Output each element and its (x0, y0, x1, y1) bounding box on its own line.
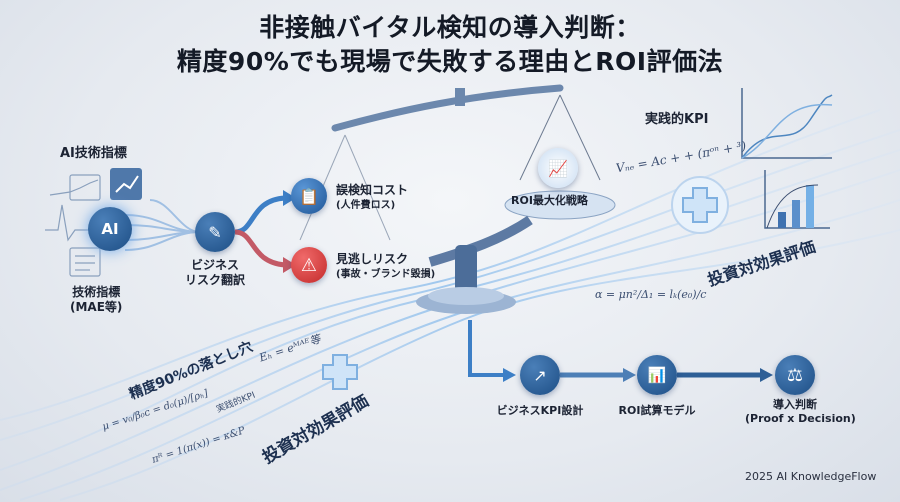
footer-credit: 2025 AI KnowledgeFlow (745, 470, 877, 483)
bar-chart-icon: 📊 (637, 355, 677, 395)
tech-metrics-label: 技術指標 (MAE等) (70, 285, 122, 315)
decision-sub: (Proof x Decision) (745, 412, 856, 425)
kpi-bar-chart (764, 170, 830, 229)
warning-icon: ⚠ (291, 247, 327, 283)
tech-metrics-line2: (MAE等) (70, 300, 123, 314)
document-edit-icon: ✎ (195, 212, 235, 252)
title-line-1: 非接触バイタル検知の導入判断： (259, 13, 641, 42)
roi-maximization-label: ROI最大化戦略 (511, 194, 588, 207)
balance-scale-icon: ⚖ (775, 355, 815, 395)
kpi-line-chart (741, 88, 833, 159)
tech-metrics-line1: 技術指標 (72, 285, 121, 299)
translate-line2: リスク翻訳 (185, 273, 246, 287)
flow-step-kpi-design: ビジネスKPI設計 (496, 404, 584, 417)
flow-step-roi-model: ROI試算モデル (618, 404, 696, 417)
risk-sub: (事故・ブランド毀損) (336, 269, 436, 280)
decision-label: 導入判断 (773, 398, 817, 411)
business-risk-translation-label: ビジネス リスク翻訳 (185, 258, 245, 288)
balance-scale (299, 84, 616, 314)
risk-title: 見逃しリスク (336, 252, 409, 266)
ai-metrics-heading: AI技術指標 (60, 146, 127, 161)
practical-kpi-heading: 実践的KPI (645, 112, 709, 127)
missed-detection-risk: 見逃しリスク (事故・ブランド毀損) (336, 252, 435, 282)
clipboard-clock-icon: 📋 (291, 178, 327, 214)
title-line-2: 精度90%でも現場で失敗する理由とROI評価法 (176, 47, 724, 76)
growth-chart-icon: 📈 (538, 148, 578, 188)
risk-sub: (人件費ロス) (336, 200, 396, 211)
formula-alpha: α = μn²/Δ₁ = lₖ(e₀)/c (595, 288, 707, 301)
flow-step-decision: 導入判断 (Proof x Decision) (745, 398, 856, 426)
risk-title: 誤検知コスト (336, 183, 409, 197)
translate-line1: ビジネス (191, 258, 240, 272)
trend-chart-icon: ↗ (520, 355, 560, 395)
chart-icon-tile (110, 168, 142, 200)
false-positive-cost: 誤検知コスト (人件費ロス) (336, 183, 408, 213)
ai-badge: AI (88, 207, 132, 251)
